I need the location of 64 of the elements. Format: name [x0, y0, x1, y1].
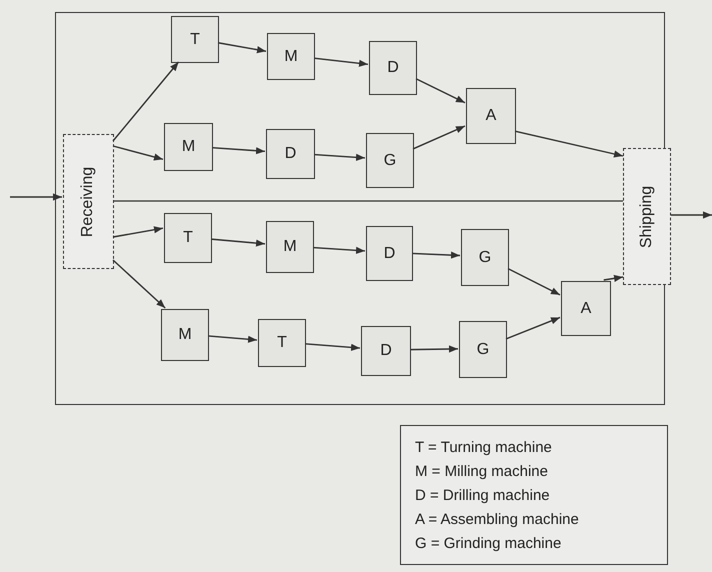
machine-box: [459, 321, 507, 378]
machine-box: [366, 133, 414, 188]
machine-box: [267, 33, 315, 80]
arrow: [210, 238, 266, 247]
legend-text: M = Milling machine: [415, 462, 549, 482]
node-label: M: [283, 237, 297, 257]
arrow: [514, 130, 624, 158]
node-label: A: [486, 106, 496, 126]
node-label: Shipping: [637, 185, 656, 248]
node-label: M: [284, 46, 298, 66]
legend-text: T = Turning machine: [415, 438, 553, 458]
node-label: T: [277, 333, 287, 353]
legend-text: D = Drilling machine: [415, 486, 551, 506]
arrow: [412, 252, 460, 259]
arrow: [218, 42, 266, 54]
machine-box: [561, 281, 611, 336]
node-label: T: [190, 30, 200, 50]
arrow: [112, 145, 164, 160]
machine-box: [266, 129, 315, 179]
node-label: D: [284, 144, 296, 164]
machine-box: [361, 326, 411, 376]
machine-box: [164, 123, 213, 171]
node-label: T: [183, 228, 193, 248]
machine-box: [461, 229, 509, 286]
arrow: [604, 274, 624, 282]
arrow: [112, 259, 166, 309]
dashed-area-box: [63, 134, 114, 269]
arrow: [304, 343, 360, 351]
arrow: [314, 58, 368, 67]
machine-box: [164, 213, 212, 263]
arrow: [314, 154, 366, 161]
machine-box: [466, 88, 516, 144]
arrow: [112, 62, 180, 142]
node-label: M: [182, 137, 196, 157]
node-label: D: [384, 244, 396, 264]
arrow: [412, 125, 466, 150]
legend-text: A = Assembling machine: [415, 510, 580, 530]
node-label: G: [476, 340, 490, 360]
arrow: [410, 345, 458, 353]
arrow: [212, 146, 266, 154]
arrow: [312, 246, 366, 254]
arrow: [208, 335, 258, 343]
node-label: M: [178, 325, 192, 345]
arrow: [671, 211, 712, 219]
plant-outline: [55, 12, 665, 405]
node-label: D: [380, 341, 392, 361]
arrow: [10, 193, 62, 201]
machine-box: [161, 309, 209, 361]
arrow: [508, 268, 560, 296]
machine-box: [258, 319, 306, 367]
machine-box: [366, 226, 413, 281]
node-label: Receiving: [78, 166, 98, 237]
arrow: [506, 316, 560, 340]
machine-box: [171, 16, 219, 63]
node-label: A: [580, 298, 592, 318]
node-label: G: [384, 150, 396, 170]
node-label: D: [387, 58, 399, 78]
legend-text: G = Grinding machine: [415, 534, 562, 554]
machine-box: [369, 41, 417, 95]
machine-box: [266, 221, 314, 273]
dashed-area-box: [623, 148, 671, 285]
arrow: [112, 226, 164, 238]
node-label: G: [478, 248, 492, 268]
arrow: [416, 78, 466, 104]
